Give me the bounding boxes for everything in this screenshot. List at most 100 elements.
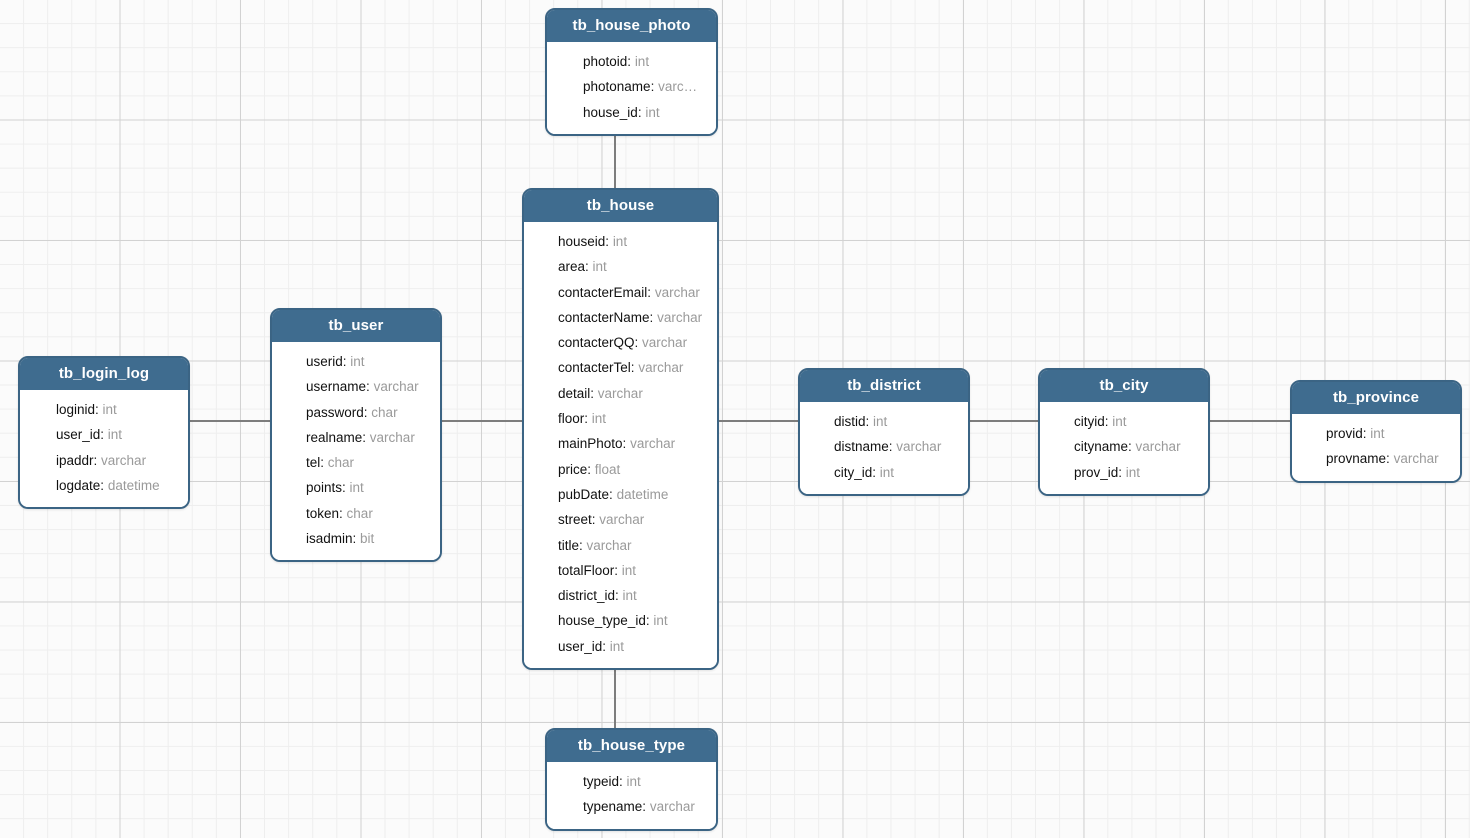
field-row[interactable]: price: float (524, 457, 717, 482)
field-row[interactable]: cityname: varchar (1040, 434, 1208, 459)
field-row[interactable]: username: varchar (272, 374, 440, 399)
field-name: provname (1326, 451, 1387, 467)
connector-user-to-house[interactable] (441, 420, 524, 422)
field-row[interactable]: district_id: int (524, 583, 717, 608)
field-row[interactable]: detail: varchar (524, 381, 717, 406)
field-separator: : (320, 455, 328, 471)
field-name: distname (834, 439, 889, 455)
field-row[interactable]: contacterQQ: varchar (524, 330, 717, 355)
field-row[interactable]: cityid: int (1040, 409, 1208, 434)
field-separator: : (609, 486, 617, 502)
field-name: prov_id (1074, 464, 1119, 480)
field-name: points (306, 480, 343, 496)
field-row[interactable]: houseid: int (524, 229, 717, 254)
field-row[interactable]: city_id: int (800, 460, 968, 485)
field-row[interactable]: contacterTel: varchar (524, 355, 717, 380)
field-separator: : (100, 477, 108, 493)
field-name: house_type_id (558, 613, 646, 629)
field-name: detail (558, 385, 591, 401)
field-row[interactable]: tel: char (272, 450, 440, 475)
field-type: char (327, 455, 355, 471)
field-name: city_id (834, 464, 873, 480)
connector-house-to-house_type[interactable] (614, 661, 616, 730)
field-separator: : (602, 638, 610, 654)
field-type: varchar (896, 439, 942, 455)
field-row[interactable]: provid: int (1292, 421, 1460, 446)
field-row[interactable]: realname: varchar (272, 425, 440, 450)
field-separator: : (585, 259, 593, 275)
field-row[interactable]: password: char (272, 400, 440, 425)
field-row[interactable]: provname: varchar (1292, 446, 1460, 471)
field-name: realname (306, 429, 363, 445)
field-row[interactable]: contacterEmail: varchar (524, 280, 717, 305)
field-row[interactable]: userid: int (272, 349, 440, 374)
field-row[interactable]: points: int (272, 475, 440, 500)
field-separator: : (605, 234, 613, 249)
field-row[interactable]: distid: int (800, 409, 968, 434)
connector-city-to-province[interactable] (1208, 420, 1292, 422)
field-row[interactable]: isadmin: bit (272, 526, 440, 551)
field-row[interactable]: typeid: int (547, 769, 716, 794)
field-row[interactable]: totalFloor: int (524, 558, 717, 583)
field-name: contacterEmail (558, 284, 648, 300)
field-name: tel (306, 455, 321, 471)
field-row[interactable]: user_id: int (524, 634, 717, 659)
field-type: varchar (654, 284, 700, 300)
field-row[interactable]: photoname: varc… (547, 74, 716, 99)
field-type: int (653, 613, 668, 629)
field-row[interactable]: floor: int (524, 406, 717, 431)
field-name: price (558, 461, 588, 477)
connector-district-to-city[interactable] (968, 420, 1040, 422)
entity-title-tb_house_photo: tb_house_photo (547, 10, 716, 42)
field-type: varchar (649, 799, 695, 815)
field-row[interactable]: prov_id: int (1040, 460, 1208, 485)
field-row[interactable]: street: varchar (524, 507, 717, 532)
field-row[interactable]: user_id: int (20, 422, 188, 447)
field-name: street (558, 512, 592, 528)
field-row[interactable]: photoid: int (547, 49, 716, 74)
field-row[interactable]: mainPhoto: varchar (524, 431, 717, 456)
field-name: user_id (558, 638, 603, 654)
field-row[interactable]: house_id: int (547, 100, 716, 125)
field-name: logdate (56, 477, 101, 493)
field-type: int (102, 402, 117, 417)
field-type: varchar (597, 385, 643, 401)
field-row[interactable]: typename: varchar (547, 794, 716, 819)
field-type: varchar (586, 537, 632, 553)
field-row[interactable]: ipaddr: varchar (20, 448, 188, 473)
field-separator: : (619, 774, 627, 789)
connector-login_log-to-user[interactable] (189, 420, 272, 422)
field-row[interactable]: area: int (524, 254, 717, 279)
field-type: int (1370, 426, 1385, 441)
connector-house_photo-to-house[interactable] (614, 131, 616, 190)
field-row[interactable]: title: varchar (524, 533, 717, 558)
field-separator: : (649, 309, 658, 325)
field-name: cityname (1074, 439, 1129, 455)
field-row[interactable]: pubDate: datetime (524, 482, 717, 507)
field-row[interactable]: token: char (272, 501, 440, 526)
field-row[interactable]: distname: varchar (800, 434, 968, 459)
connector-house-to-district[interactable] (718, 420, 800, 422)
field-row[interactable]: contacterName: varchar (524, 305, 717, 330)
field-row[interactable]: logdate: datetime (20, 473, 188, 498)
field-row[interactable]: loginid: int (20, 397, 188, 422)
field-separator: : (622, 436, 631, 452)
field-separator: : (579, 537, 587, 553)
field-row[interactable]: house_type_id: int (524, 608, 717, 633)
